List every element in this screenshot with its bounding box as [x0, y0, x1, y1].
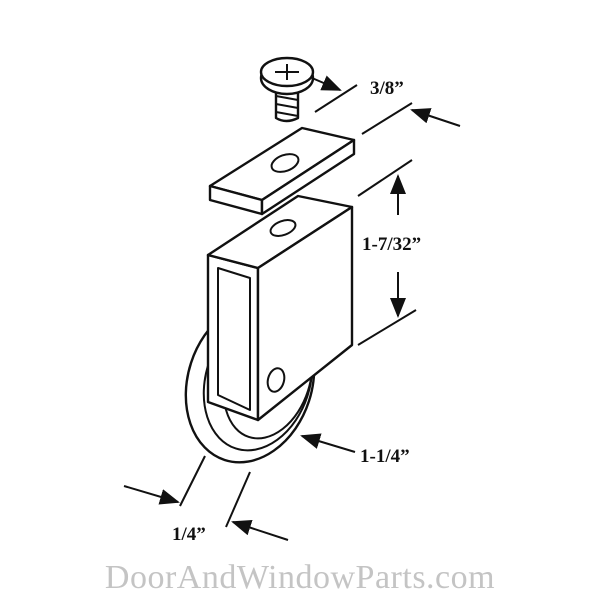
housing [206, 194, 354, 422]
dimension-wheel-width [123, 455, 289, 541]
dimension-wheel-diameter [300, 433, 356, 453]
mounting-plate [208, 126, 356, 216]
watermark: DoorAndWindowParts.com [105, 559, 495, 596]
screw [259, 56, 315, 123]
dimension-screw-offset [311, 75, 461, 135]
label-wheel-diameter: 1-1/4” [360, 446, 410, 467]
label-screw-offset: 3/8” [370, 78, 404, 99]
label-wheel-width: 1/4” [172, 524, 206, 545]
label-housing-height: 1-7/32” [362, 234, 421, 255]
dimension-housing-height [357, 159, 417, 346]
